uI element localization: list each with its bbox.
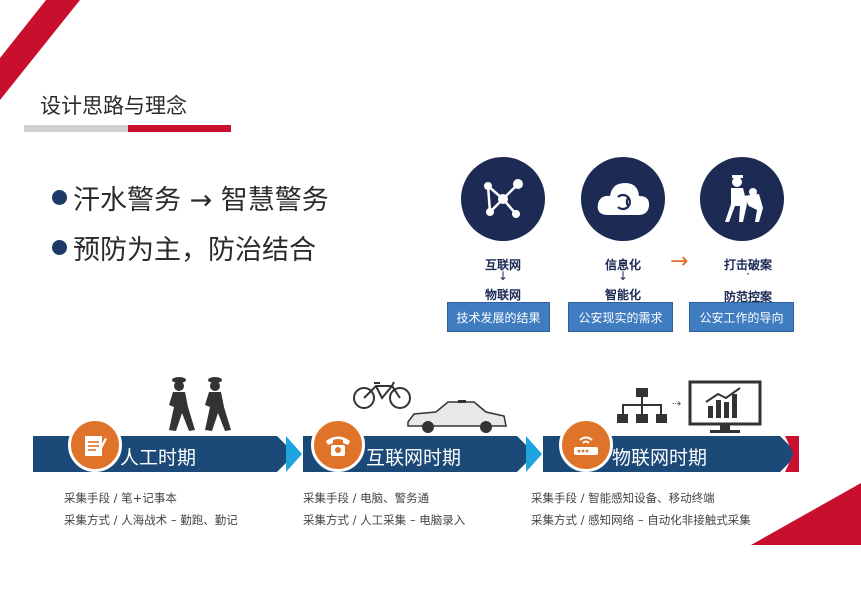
bullet-item: 汗水警务 → 智慧警务 [52,178,329,217]
bullet-item: 预防为主，防治结合 [52,228,316,267]
down-arrow-icon: ↓ [617,269,629,283]
concept-bottom-label: 智能化 [604,288,641,302]
era-name: 人工时期 [120,447,197,469]
concept-box: 公安现实的需求 [568,302,673,332]
small-arrow-icon: ⇢ [672,397,682,410]
concept-top-label: 互联网 [484,258,521,272]
chevron-icon [286,436,302,472]
era-means: 采集手段 / 智能感知设备、移动终端 [531,491,715,505]
concept-box: 技术发展的结果 [447,302,550,332]
era-method: 采集方式 / 人工采集 – 电脑录入 [303,513,466,527]
walking-police-icon [161,375,237,437]
era-method: 采集方式 / 人海战术 – 勤跑、勤记 [64,513,238,527]
title-underline-gray [24,125,128,132]
cloud-sync-icon [581,157,665,241]
title-underline-red [128,125,231,132]
right-arrow-icon: → [670,249,689,274]
police-arrest-icon [700,157,784,241]
bullet-text: 汗水警务 → 智慧警务 [73,185,329,216]
corner-decoration-top-left-inner [0,0,46,58]
era-means: 采集手段 / 笔+记事本 [64,491,177,505]
police-car-icon [404,400,508,438]
hierarchy-icon [617,388,667,428]
era-name: 物联网时期 [612,447,708,469]
bullet-dot-icon [52,190,67,205]
era-name: 互联网时期 [366,447,462,469]
bullet-dot-icon [52,240,67,255]
down-arrow-icon: ↓ [497,269,509,283]
concept-bottom-label: 物联网 [484,288,521,302]
concept-box: 公安工作的导向 [689,302,794,332]
telephone-icon [311,418,365,472]
corner-decoration-bottom-right [751,483,861,545]
router-icon [559,418,613,472]
concept-top-label: 打击破案 [723,258,772,272]
era-method: 采集方式 / 感知网络 – 自动化非接触式采集 [531,513,751,527]
notepad-icon [68,418,122,472]
network-nodes-icon [461,157,545,241]
bicycle-icon [352,380,412,414]
monitor-chart-icon [688,380,762,440]
slide-title: 设计思路与理念 [40,94,187,118]
concept-top-label: 信息化 [604,258,641,272]
era-means: 采集手段 / 电脑、警务通 [303,491,430,505]
concept-bottom-label: 防范控案 [723,290,772,304]
bullet-text: 预防为主，防治结合 [73,235,316,266]
separator-dot-icon: · [746,267,750,281]
chevron-icon [526,436,542,472]
